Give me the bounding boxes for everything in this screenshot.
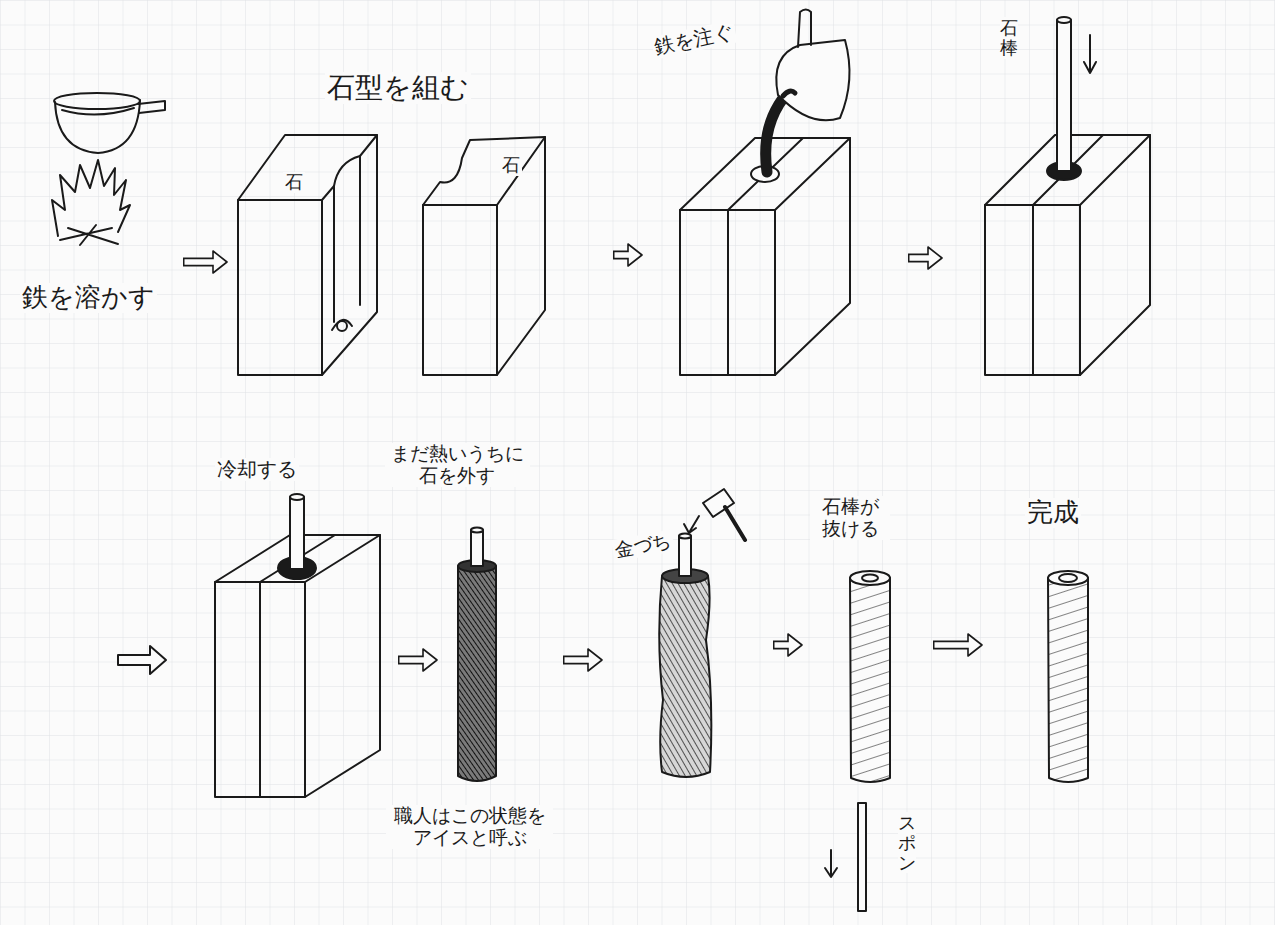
stone-block-outline [238, 135, 377, 375]
stone-rod-top [471, 528, 483, 533]
flow-arrow [933, 645, 970, 646]
mold-groove-end [332, 320, 352, 330]
process-step: 金づち [605, 490, 770, 782]
ladle-bowl [55, 100, 140, 153]
pipe-top [1048, 571, 1088, 585]
process-step: 石棒が 抜ける [805, 490, 930, 785]
flow-arrow [563, 660, 590, 661]
mold-groove [334, 156, 360, 322]
ladle-bowl [776, 40, 849, 120]
down-arrow [1084, 35, 1096, 73]
arrow-shaft-inner [910, 255, 930, 261]
process-step: 鉄を注ぐ [645, 5, 905, 380]
sound-effect: スポン [898, 812, 916, 873]
flow-arrow [183, 262, 215, 263]
mold-notch [322, 135, 377, 200]
falling-rod [858, 803, 866, 911]
finished-pipe [1048, 571, 1088, 782]
flow-arrow [398, 660, 425, 661]
pipe-body [1048, 578, 1088, 782]
mold-hole [337, 321, 347, 331]
stone-rod-top [679, 534, 691, 539]
stone-rod [471, 530, 483, 566]
cooling-mold [215, 494, 380, 797]
process-step: まだ熱いうちに 石を外す [440, 440, 560, 785]
rod-insert-mold [985, 17, 1150, 375]
process-step: 石棒 [945, 5, 1160, 380]
arrow-shaft-inner [400, 657, 425, 663]
flow-arrow [773, 645, 790, 646]
step-caption: 石棒が 抜ける [810, 496, 890, 540]
flow-arrow [613, 255, 630, 256]
hammering [659, 489, 745, 777]
step-caption: 石型を組む [325, 72, 471, 104]
molten-iron-line [62, 108, 134, 115]
pipe-bore [862, 575, 878, 582]
stone-mold-half: 石 [423, 133, 548, 377]
stone-rod [1057, 20, 1071, 171]
stone-rod [290, 497, 304, 569]
step-caption: まだ熱いうちに 石を外す [385, 443, 530, 487]
melting-ladle [52, 93, 165, 245]
arrow-shaft-inner [185, 259, 215, 265]
stone-block-edge [423, 137, 545, 375]
arrow-shaft-inner [775, 642, 790, 648]
step-caption: 冷却する [215, 458, 299, 481]
process-step: 冷却する [205, 450, 395, 802]
step-caption: 鉄を注ぐ [651, 20, 738, 60]
part-label: 石 [500, 155, 522, 176]
stone-mold-half: 石 [238, 133, 380, 377]
row-arrow [118, 646, 166, 674]
iron-stream-lip [783, 91, 795, 96]
arrow-shaft-inner [935, 642, 970, 648]
pipe-bore [1059, 574, 1077, 582]
stone-rod-top [1057, 17, 1071, 23]
stone-mold-left [238, 135, 377, 375]
hammer-handle [725, 507, 745, 540]
stone-block-outline [423, 137, 545, 375]
pouring-mold [680, 10, 850, 376]
arrow-shaft-inner [565, 657, 590, 663]
stone-block-edge [215, 535, 380, 797]
process-step: 完成 [985, 490, 1135, 785]
stone-mold-right [423, 137, 545, 375]
process-step: 鉄を溶かす [15, 85, 180, 320]
ladle-handle [798, 10, 811, 48]
step-caption: 鉄を溶かす [20, 283, 157, 313]
stone-rod [679, 536, 691, 576]
stone-block-outline [215, 535, 380, 797]
fire-flame [52, 160, 130, 236]
ladle-rim [54, 93, 140, 109]
strike-arrow [684, 516, 699, 533]
part-label: 石 [283, 172, 305, 193]
stone-block-edge [238, 200, 322, 375]
ladle-handle [138, 101, 165, 113]
pipe-top [850, 571, 890, 585]
down-arrow [825, 850, 837, 877]
note-text: 職人はこの状態を アイスと呼ぶ [386, 805, 553, 849]
mold-seam [260, 535, 335, 797]
flow-arrow [908, 258, 930, 259]
arrow-shaft-inner [615, 252, 630, 258]
hot-casting [458, 528, 496, 782]
stone-rod-top [290, 494, 304, 500]
rod-removed [825, 571, 890, 911]
fire-wood [60, 225, 118, 245]
casting-body [458, 566, 496, 781]
pipe-body [850, 578, 890, 782]
casting-body [659, 576, 711, 777]
step-caption: 金づち [611, 530, 675, 562]
step-caption: 完成 [1025, 498, 1081, 528]
step-caption: 石棒 [1000, 17, 1018, 59]
process-step: 石型を組む石石 [230, 68, 610, 380]
